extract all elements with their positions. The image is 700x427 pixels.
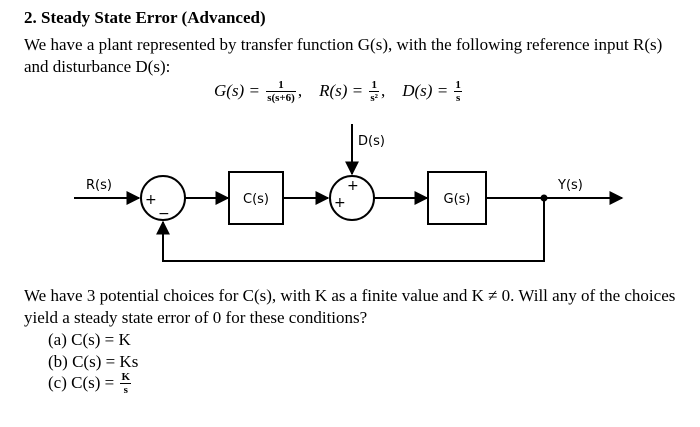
sum2-plus-left-sign: + [334, 195, 346, 211]
sum1-plus-sign: + [145, 192, 157, 208]
sum1-minus-sign: − [158, 206, 170, 222]
choice-a: (a) C(s) = K [48, 330, 131, 349]
intro-line-1: We have a plant represented by transfer … [24, 35, 663, 54]
sum2-plus-top-sign: + [347, 178, 359, 194]
question-line-1: We have 3 potential choices for C(s), wi… [24, 286, 676, 305]
disturbance-label: D(s) [358, 134, 385, 149]
intro-line-2: and disturbance D(s): [24, 57, 171, 76]
feedback-path [156, 198, 545, 262]
question-line-2: yield a steady state error of 0 for thes… [24, 308, 368, 327]
output-label: Y(s) [557, 178, 583, 193]
controller-label: C(s) [243, 192, 269, 207]
plant-label: G(s) [444, 192, 471, 207]
problem-title: 2. Steady State Error (Advanced) [24, 8, 266, 27]
takeoff-point [540, 194, 548, 202]
choice-b: (b) C(s) = Ks [48, 352, 139, 371]
input-label: R(s) [86, 178, 112, 193]
